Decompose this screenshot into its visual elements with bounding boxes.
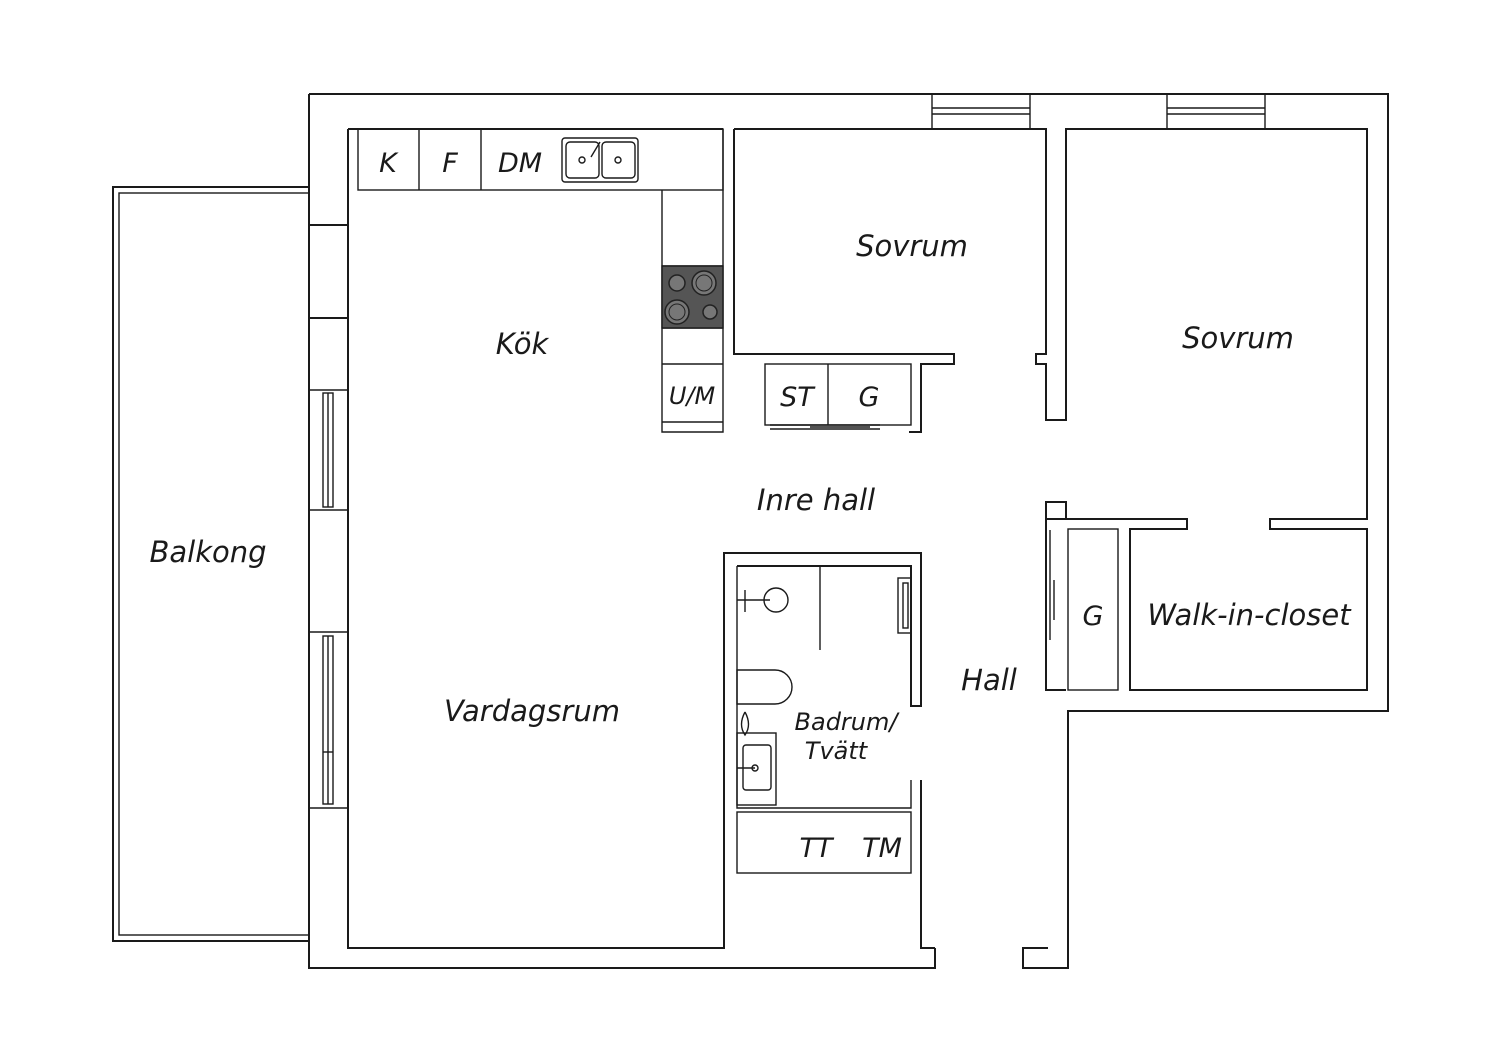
tumble-dryer-label: TT xyxy=(800,833,835,864)
window-bedroom-2 xyxy=(1166,93,1266,130)
hall-label: Hall xyxy=(961,663,1017,697)
bathroom-label-line-2: Tvätt xyxy=(805,737,869,765)
dishwasher-label: DM xyxy=(498,148,542,179)
inner-hall-label: Inre hall xyxy=(757,483,875,517)
balcony-door-upper xyxy=(309,389,348,511)
balcony-door-lower xyxy=(309,631,348,809)
wardrobe-hall-label: G xyxy=(859,382,880,413)
bedroom-1-walls xyxy=(733,128,1368,691)
washing-machine-label: TM xyxy=(862,833,902,864)
balcony-label: Balkong xyxy=(149,535,266,569)
hall-wardrobe xyxy=(1045,520,1119,691)
walk-in-closet-label: Walk-in-closet xyxy=(1147,598,1352,632)
oven-microwave-label: U/M xyxy=(669,382,716,410)
bedroom-1-label: Sovrum xyxy=(856,229,968,263)
stove xyxy=(661,265,724,329)
exterior-walls xyxy=(308,93,1389,969)
bedroom-2-label: Sovrum xyxy=(1182,321,1294,355)
bathroom-label-line-1: Badrum/ xyxy=(795,708,901,736)
storage-label: ST xyxy=(780,382,816,413)
kitchen-sink xyxy=(561,137,639,183)
freezer-label: F xyxy=(442,148,458,179)
storage-units xyxy=(764,363,912,430)
wardrobe-closet-label: G xyxy=(1083,601,1104,632)
fridge-label: K xyxy=(379,148,399,179)
bathroom-fixtures xyxy=(736,565,912,874)
living-room-label: Vardagsrum xyxy=(444,694,620,728)
window-bedroom-1 xyxy=(931,93,1031,130)
kitchen-label: Kök xyxy=(496,327,550,361)
